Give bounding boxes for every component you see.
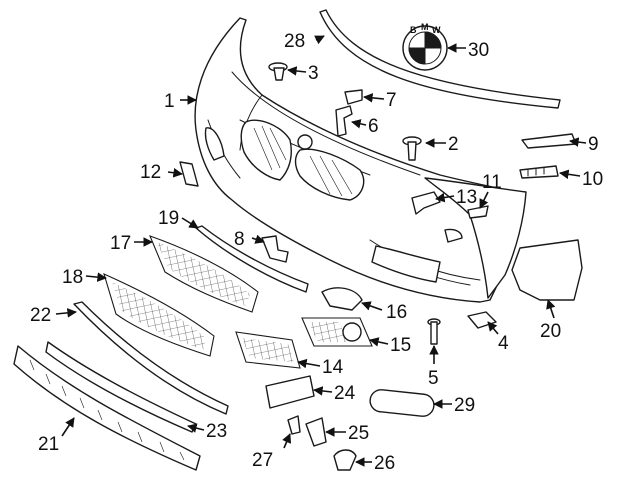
callout-15: 15 bbox=[390, 335, 411, 356]
trim-part-9 bbox=[521, 133, 577, 149]
leader-20 bbox=[546, 299, 556, 319]
screw-part-2 bbox=[402, 136, 422, 161]
callout-8: 8 bbox=[234, 229, 245, 250]
strip-part-19 bbox=[195, 225, 309, 293]
emblem-letter-w: W bbox=[432, 25, 441, 35]
leader-13 bbox=[435, 192, 455, 203]
sensor-holder-part-16 bbox=[321, 287, 363, 311]
leader-16 bbox=[361, 301, 383, 311]
callout-5: 5 bbox=[428, 368, 439, 389]
grille-insert-part-14 bbox=[235, 331, 301, 369]
leader-22 bbox=[55, 308, 77, 318]
bmw-emblem-part: B M W bbox=[402, 22, 448, 71]
callout-16: 16 bbox=[386, 302, 407, 323]
callout-4: 4 bbox=[498, 333, 509, 354]
bracket-part-25 bbox=[305, 417, 327, 447]
leader-9 bbox=[569, 137, 587, 147]
emblem-letter-b: B bbox=[410, 25, 417, 35]
leader-23 bbox=[187, 423, 205, 433]
leader-lines bbox=[55, 35, 587, 467]
trim-strip-part bbox=[319, 9, 561, 109]
bolt-part-5 bbox=[427, 318, 441, 345]
callout-29: 29 bbox=[454, 395, 475, 416]
callout-30: 30 bbox=[468, 40, 489, 61]
leader-28 bbox=[314, 35, 325, 45]
leader-10 bbox=[559, 169, 581, 180]
callout-22: 22 bbox=[30, 305, 51, 326]
sensor-bracket-part-13 bbox=[411, 191, 441, 215]
callout-24: 24 bbox=[334, 383, 356, 404]
middle-grille-part-18 bbox=[103, 273, 215, 357]
callout-14: 14 bbox=[322, 357, 344, 378]
capsule-part-29 bbox=[369, 389, 435, 417]
leader-21 bbox=[61, 417, 75, 437]
leader-15 bbox=[369, 337, 389, 347]
callout-17: 17 bbox=[110, 233, 131, 254]
upper-grille-part-17 bbox=[149, 235, 259, 313]
cover-part-12 bbox=[179, 161, 199, 187]
callout-12: 12 bbox=[140, 162, 161, 183]
air-duct-part-20 bbox=[511, 239, 583, 301]
cap-part-26 bbox=[333, 449, 357, 471]
callout-3: 3 bbox=[308, 63, 319, 84]
leader-8 bbox=[251, 234, 265, 244]
leader-7 bbox=[363, 93, 385, 103]
callout-10: 10 bbox=[582, 169, 603, 190]
callout-27: 27 bbox=[252, 450, 273, 471]
bracket-part-6 bbox=[335, 105, 353, 137]
callout-7: 7 bbox=[386, 90, 397, 111]
leader-24 bbox=[313, 386, 333, 396]
leader-27 bbox=[282, 433, 292, 449]
callout-18: 18 bbox=[62, 267, 83, 288]
leader-3 bbox=[287, 66, 307, 76]
callout-25: 25 bbox=[348, 423, 369, 444]
leader-14 bbox=[297, 358, 321, 369]
leader-11 bbox=[479, 191, 489, 209]
callout-1: 1 bbox=[164, 91, 175, 112]
bracket-part-7 bbox=[344, 89, 363, 105]
bracket-part-27 bbox=[287, 415, 301, 435]
bumper-cover-part bbox=[194, 17, 527, 303]
reinforcement-part-21 bbox=[13, 345, 201, 471]
callout-26: 26 bbox=[374, 453, 395, 474]
leader-4 bbox=[487, 321, 499, 335]
callout-20: 20 bbox=[540, 321, 561, 342]
clip-part-3 bbox=[268, 62, 288, 81]
emblem-letter-m: M bbox=[421, 22, 429, 32]
leader-12 bbox=[167, 168, 183, 178]
callout-23: 23 bbox=[206, 421, 227, 442]
callout-9: 9 bbox=[588, 134, 599, 155]
trim-part-10 bbox=[519, 165, 559, 179]
callout-11: 11 bbox=[482, 172, 502, 193]
callout-19: 19 bbox=[158, 208, 179, 229]
callout-6: 6 bbox=[368, 116, 379, 137]
callout-2: 2 bbox=[448, 134, 459, 155]
callout-labels: 1 2 3 4 5 6 7 8 9 10 11 12 13 14 15 16 1… bbox=[30, 31, 603, 474]
callout-28: 28 bbox=[284, 31, 305, 52]
bracket-part-8 bbox=[261, 235, 289, 263]
bracket-part-24 bbox=[265, 375, 315, 409]
leader-18 bbox=[85, 272, 107, 282]
leader-6 bbox=[351, 119, 367, 129]
fog-grille-part-15 bbox=[301, 317, 373, 347]
callout-13: 13 bbox=[456, 187, 477, 208]
lip-part-22 bbox=[73, 301, 229, 415]
leader-19 bbox=[181, 217, 199, 229]
callout-21: 21 bbox=[38, 434, 59, 455]
